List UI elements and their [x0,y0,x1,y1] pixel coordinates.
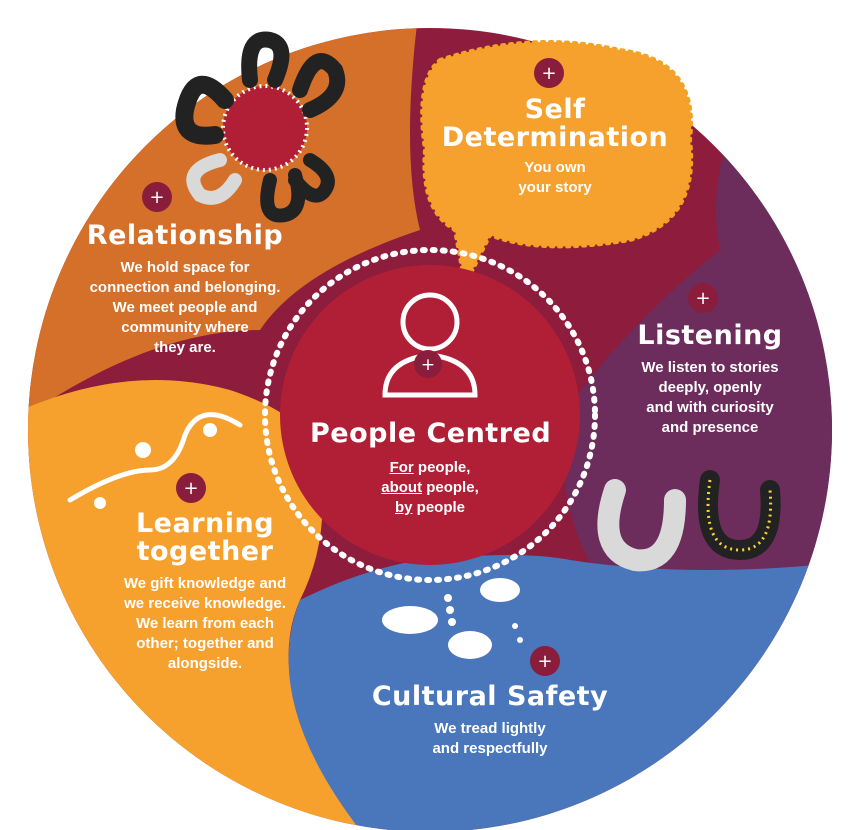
learning-block: Learning together We gift knowledge and … [80,510,330,674]
self-determination-title-line2: Determination [441,122,669,153]
cultural-safety-body: We tread lightly and respectfully [360,719,620,759]
svg-text:+: + [695,288,710,309]
relationship-body: We hold space for connection and belongi… [60,258,310,358]
body-line: they are. [154,339,216,356]
learning-artwork [67,412,243,509]
speech-bubble [420,40,694,292]
cultural-safety-plus-button[interactable]: + [530,646,560,676]
body-text: people [412,499,466,516]
cultural-safety-title: Cultural Safety [371,681,609,712]
footprints-artwork [382,578,523,659]
emphasis-by: by [394,499,413,516]
body-line: We learn from each [135,615,275,632]
learning-title-line2: together [136,536,274,567]
body-line: For people, [310,458,550,478]
svg-text:+: + [541,63,556,84]
body-line: other; together and [136,635,274,652]
svg-text:+: + [149,187,164,208]
flower-artwork [175,31,346,223]
body-line: You own [524,159,586,176]
relationship-block: Relationship We hold space for connectio… [60,222,310,358]
listening-title: Listening [637,320,783,351]
center-circle [280,265,580,565]
learning-plus-button[interactable]: + [176,473,206,503]
body-text: people, [413,459,471,476]
people-centred-block: People Centred For people, about people,… [310,418,552,518]
body-line: and with curiosity [646,399,774,416]
svg-text:+: + [421,355,435,375]
learning-title-line1: Learning [135,508,275,539]
body-line: alongside. [167,655,243,672]
body-line: We gift knowledge and [123,575,287,592]
body-line: We meet people and [112,299,258,316]
body-text: people, [422,479,479,496]
body-line: about people, [310,478,550,498]
people-centred-plus-button[interactable]: + [414,350,442,378]
listening-plus-button[interactable]: + [688,283,718,313]
emphasis-about: about [381,479,423,496]
body-line: We hold space for [120,259,250,276]
self-determination-title-line1: Self [524,94,586,125]
body-line: We listen to stories [641,359,779,376]
cultural-safety-block: Cultural Safety We tread lightly and res… [360,683,620,759]
self-determination-plus-button[interactable]: + [534,58,564,88]
body-line: and presence [661,419,759,436]
people-centred-title: People Centred [310,418,552,449]
relationship-plus-button[interactable]: + [142,182,172,212]
body-line: community where [121,319,249,336]
learning-body: We gift knowledge and we receive knowled… [80,574,330,674]
relationship-title: Relationship [86,220,284,251]
listening-block: Listening We listen to stories deeply, o… [600,322,820,438]
listening-body: We listen to stories deeply, openly and … [600,358,820,438]
body-line: your story [518,179,592,196]
center-dotted-ring [262,247,598,583]
body-line: and respectfully [432,740,548,757]
body-line: We tread lightly [434,720,546,737]
body-line: by people [310,498,550,518]
body-line: deeply, openly [658,379,762,396]
people-centred-body: For people, about people, by people [310,458,550,518]
self-determination-block: Self Determination You own your story [440,96,670,198]
self-determination-body: You own your story [440,158,670,198]
body-line: we receive knowledge. [124,595,286,612]
svg-text:+: + [537,651,552,672]
svg-text:+: + [183,478,198,499]
emphasis-for: For [389,459,414,476]
listening-artwork [597,470,781,572]
body-line: connection and belonging. [89,279,281,296]
